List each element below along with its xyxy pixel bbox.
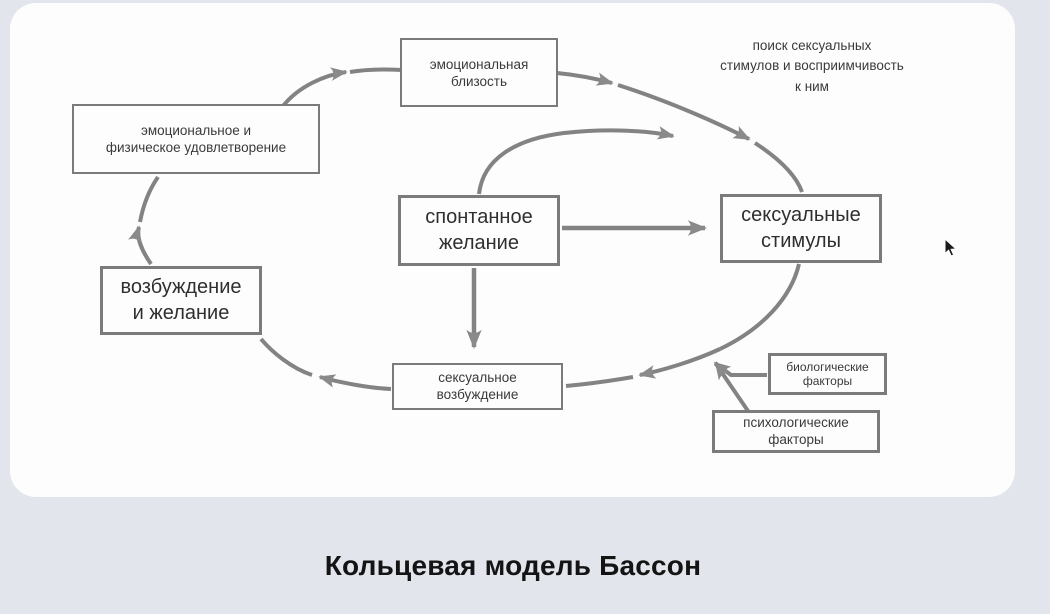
node-biological-factors: биологические факторы: [768, 353, 887, 395]
node-arousal-and-desire: возбуждение и желание: [100, 266, 262, 335]
label-line: стимулов и восприимчивость: [720, 58, 904, 74]
label-line: к ним: [795, 78, 829, 94]
node-label: стимулы: [761, 229, 841, 252]
node-emotional-physical-satisfaction: эмоциональное и физическое удовлетворени…: [72, 104, 320, 174]
node-sexual-arousal: сексуальное возбуждение: [392, 363, 563, 410]
node-label: психологические: [743, 415, 849, 431]
node-label: физическое удовлетворение: [105, 140, 287, 155]
node-label: спонтанное: [425, 206, 533, 229]
node-label: и желание: [132, 301, 230, 324]
node-label: биологические: [786, 359, 869, 374]
label-seek-sexual-stimuli: поиск сексуальных стимулов и восприимчив…: [700, 36, 924, 97]
node-label: возбуждение: [436, 386, 519, 402]
node-label: факторы: [768, 431, 824, 447]
node-label: близость: [450, 73, 508, 89]
mouse-cursor-icon: [944, 238, 958, 257]
label-line: поиск сексуальных: [752, 38, 872, 53]
node-label: сексуальное: [438, 370, 517, 386]
node-label: эмоциональное и: [140, 123, 252, 138]
node-label: факторы: [802, 374, 853, 388]
node-emotional-intimacy: эмоциональная близость: [400, 38, 558, 107]
node-sexual-stimuli: сексуальные стимулы: [720, 194, 882, 263]
page-title: Кольцевая модель Бассон: [324, 550, 702, 581]
node-label: возбуждение: [120, 276, 242, 299]
node-label: желание: [439, 231, 519, 254]
node-psychological-factors: психологические факторы: [712, 410, 880, 453]
node-label: эмоциональная: [429, 56, 529, 72]
node-label: сексуальные: [741, 204, 861, 227]
node-spontaneous-desire: спонтанное желание: [398, 195, 560, 266]
